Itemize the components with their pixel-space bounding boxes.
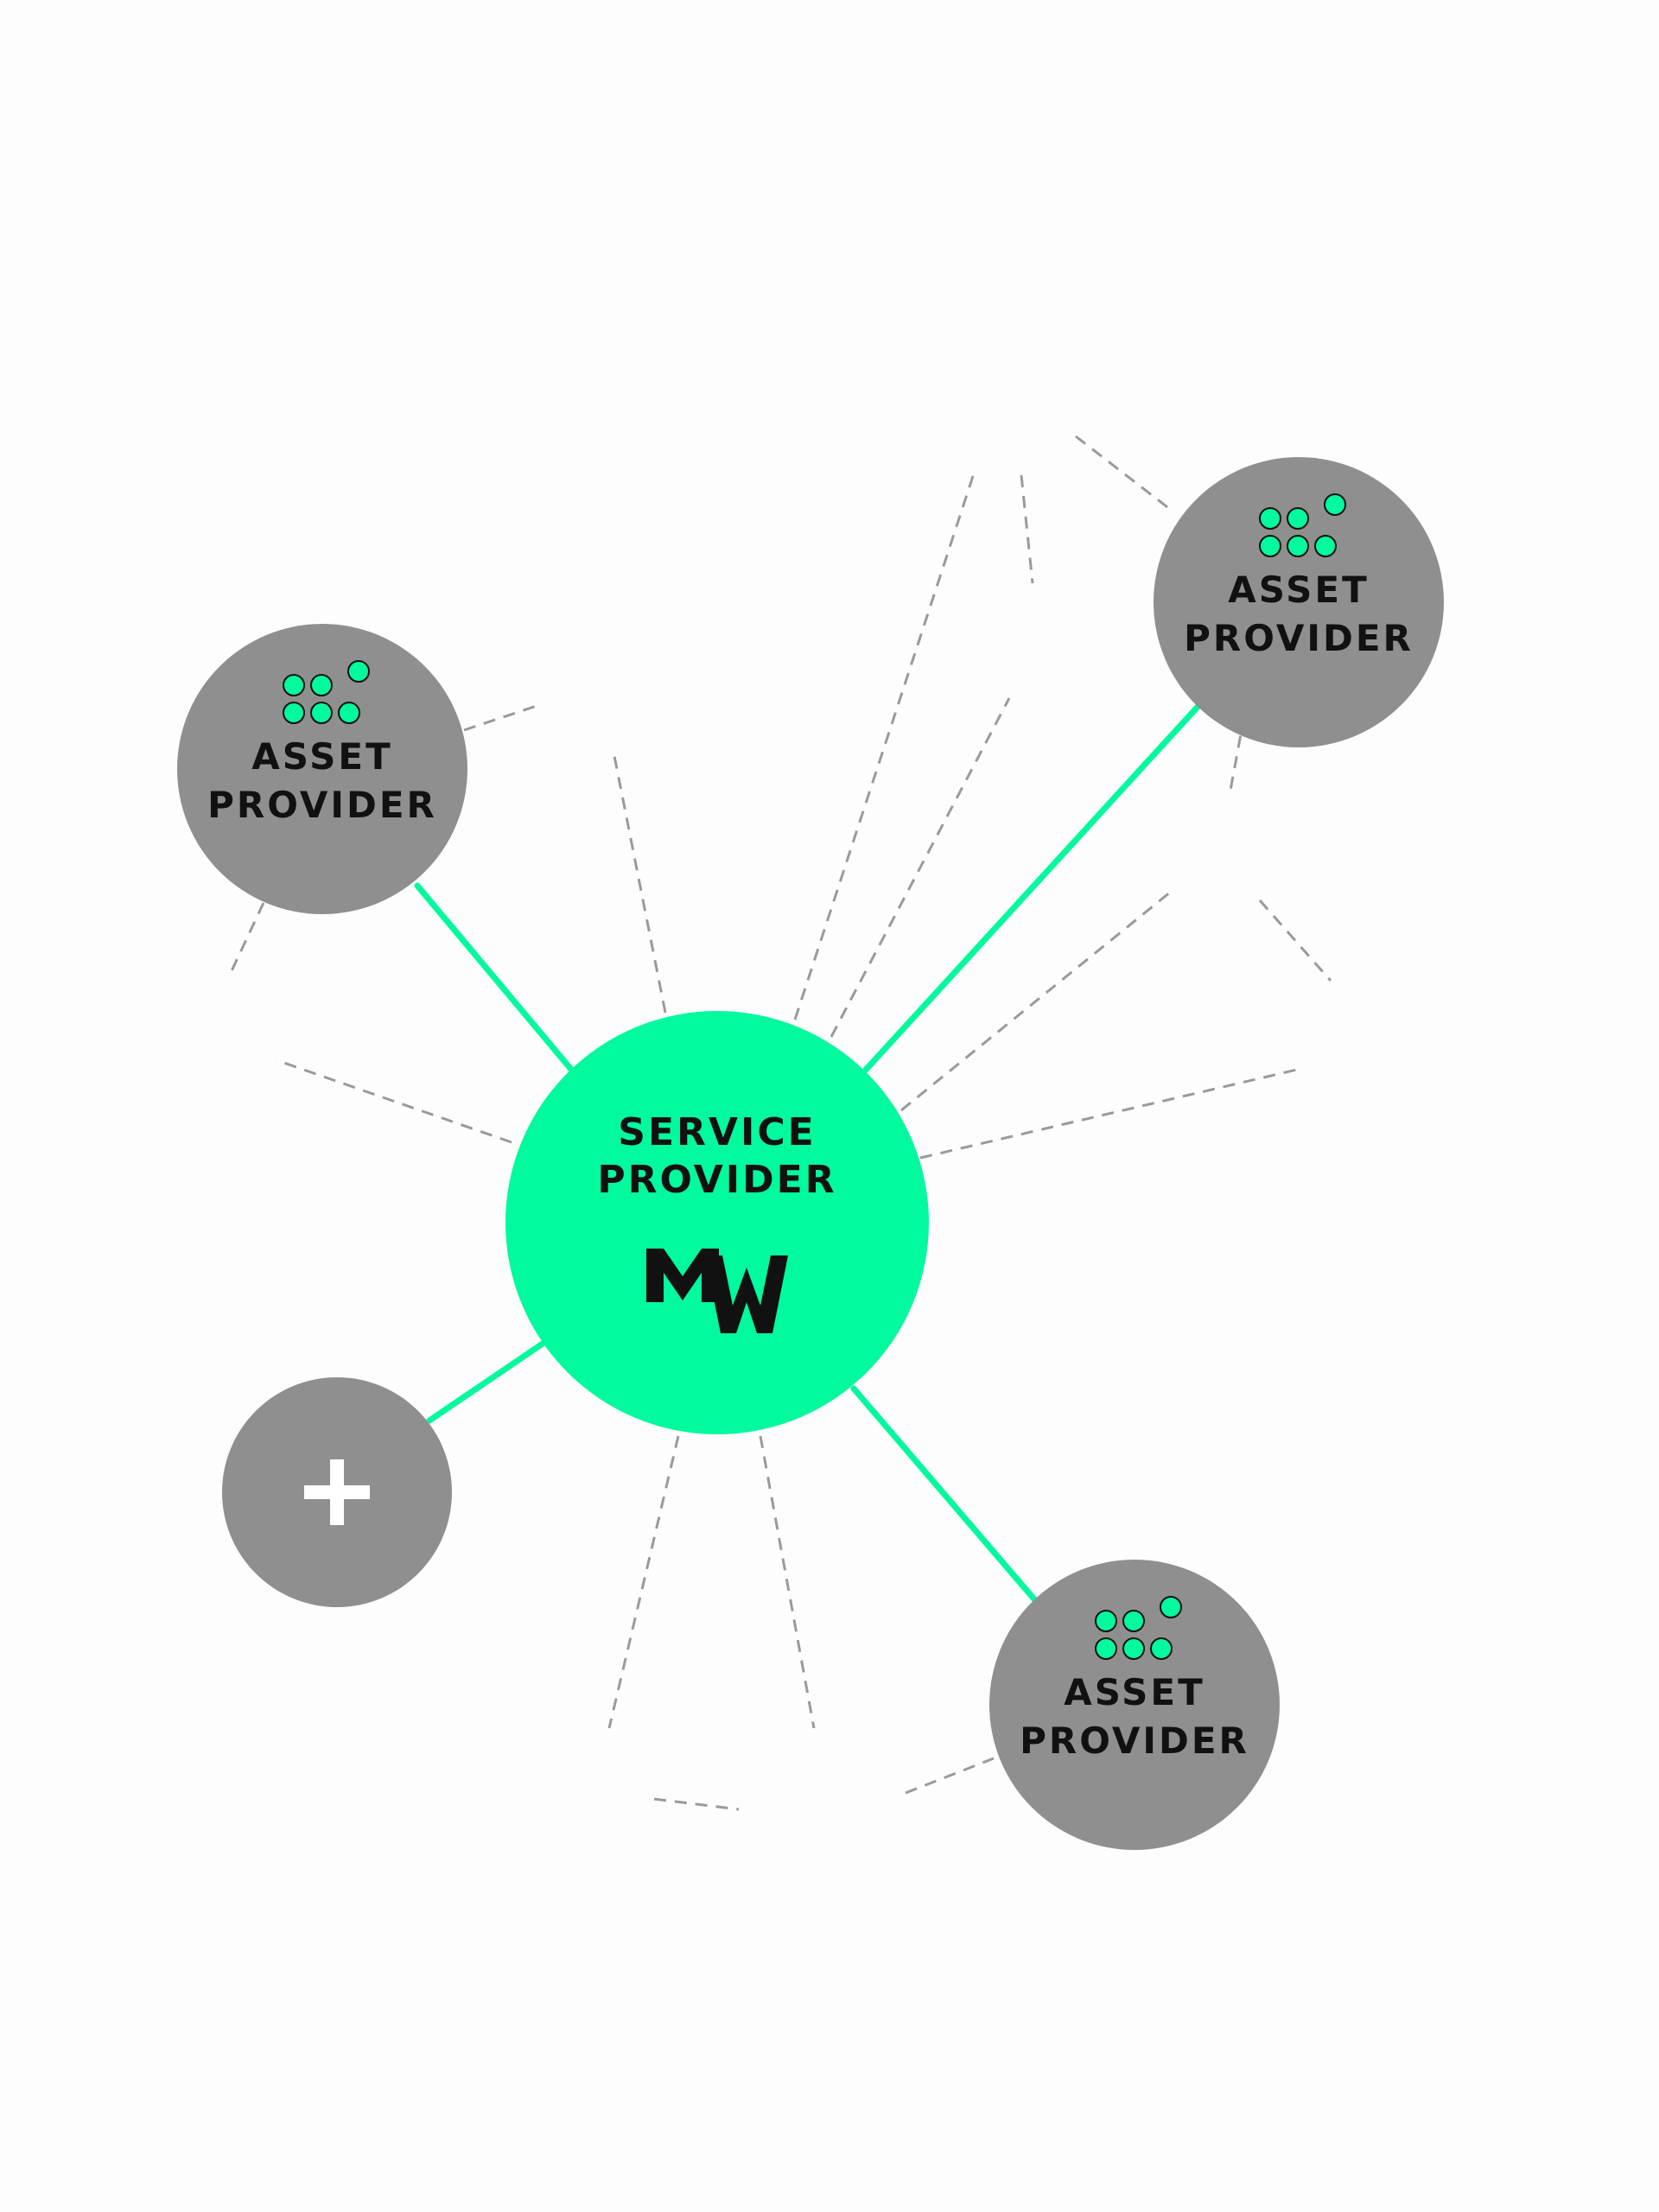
asset-provider-label-line1: ASSET (1228, 569, 1369, 611)
asset-provider-node-top-right[interactable]: ASSET PROVIDER (1154, 457, 1444, 747)
service-provider-label-line1: SERVICE (618, 1110, 816, 1154)
asset-provider-node-bottom-right[interactable]: ASSET PROVIDER (989, 1560, 1280, 1850)
asset-dots-icon (1095, 1596, 1182, 1660)
dashed-line (276, 1058, 512, 1144)
dashed-line (607, 1435, 680, 1729)
asset-provider-label-line1: ASSET (1064, 1671, 1205, 1713)
dashed-line (905, 1757, 995, 1795)
dashed-line (793, 470, 976, 1020)
service-provider-node[interactable]: SERVICE PROVIDER (505, 1011, 929, 1434)
connector-top-right-asset (862, 703, 1201, 1073)
dashed-line (919, 1067, 1301, 1160)
dashed-line (759, 1435, 816, 1729)
connector-add-node (426, 1340, 546, 1424)
dashed-line (227, 902, 265, 977)
add-provider-button[interactable] (222, 1377, 452, 1607)
dashed-line (1228, 715, 1246, 796)
dashed-line (1258, 899, 1332, 982)
asset-provider-label-line2: PROVIDER (1020, 1719, 1249, 1762)
asset-dots-icon (1259, 493, 1346, 557)
asset-provider-label-line2: PROVIDER (1184, 617, 1414, 659)
asset-provider-label-line2: PROVIDER (207, 784, 437, 826)
dashed-line (463, 702, 543, 732)
dashed-line (653, 1797, 740, 1811)
dashed-background-lines (227, 435, 1332, 1811)
asset-provider-circle (989, 1560, 1280, 1850)
service-provider-circle (505, 1011, 929, 1434)
connector-bottom-right-asset (850, 1385, 1039, 1604)
connector-lines (414, 703, 1201, 1604)
mw-logo (646, 1249, 788, 1333)
connector-left-asset (414, 882, 576, 1075)
asset-provider-node-left[interactable]: ASSET PROVIDER (177, 624, 467, 914)
dashed-line (612, 751, 667, 1014)
dashed-line (830, 697, 1011, 1038)
asset-provider-circle (1154, 457, 1444, 747)
asset-provider-circle (177, 624, 467, 914)
asset-provider-label-line1: ASSET (251, 735, 392, 778)
dashed-line (1020, 474, 1034, 584)
service-provider-label-line2: PROVIDER (597, 1158, 836, 1202)
dashed-line (900, 890, 1172, 1112)
asset-dots-icon (283, 660, 370, 724)
dashed-line (1075, 435, 1172, 512)
plus-icon (304, 1459, 370, 1525)
